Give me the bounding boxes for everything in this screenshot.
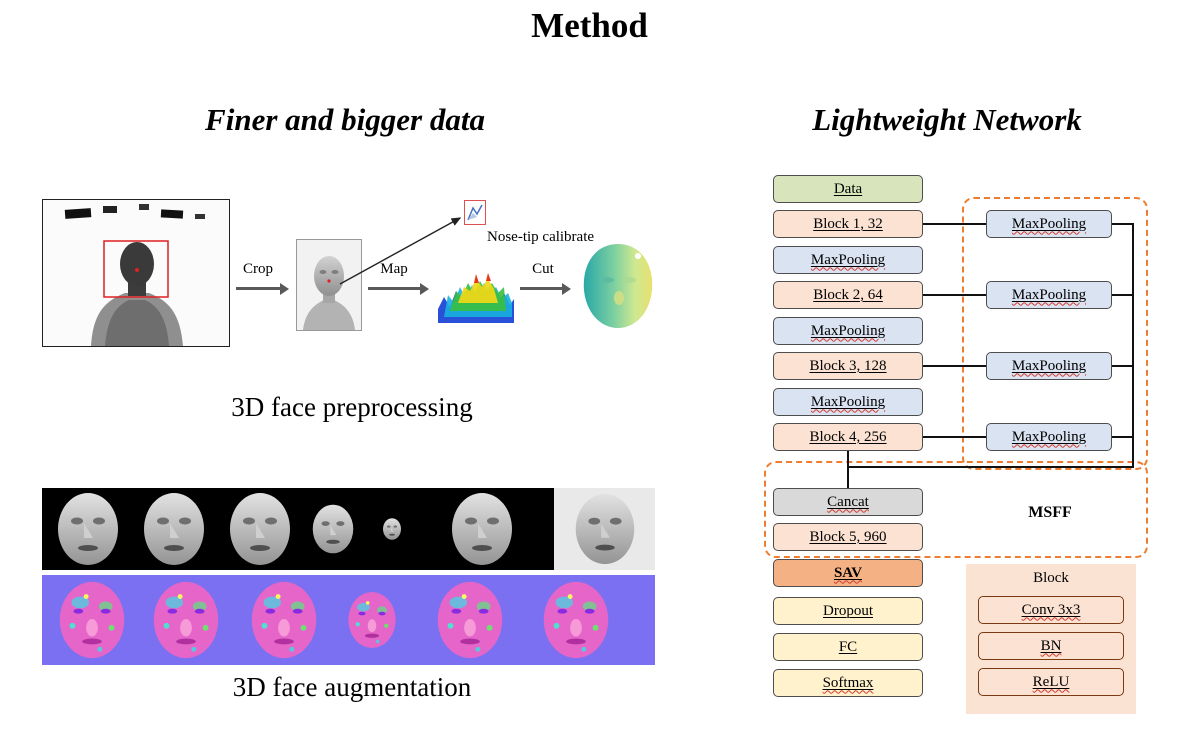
arrow-label-map: Map: [380, 261, 408, 277]
dropout-box: Dropout: [773, 597, 923, 625]
nose-tip-pointer-arrow: [339, 217, 462, 285]
msff-dashed-region-horizontal: [764, 461, 1148, 558]
maxpooling-box: MaxPooling: [773, 388, 923, 416]
box-label: BN: [1040, 637, 1062, 654]
box-label: FC: [838, 638, 858, 655]
box-label: Cancat: [827, 493, 869, 510]
arrow-label-crop: Crop: [243, 261, 273, 277]
box-label: Block 3, 128: [809, 357, 887, 374]
connector-line: [1112, 223, 1134, 225]
nose-tip-icon: [464, 200, 486, 225]
block4-box: Block 4, 256: [773, 423, 923, 451]
connector-line: [923, 223, 986, 225]
box-label: SAV: [833, 564, 863, 581]
legend-title: Block: [1033, 570, 1069, 586]
box-label: Block 5, 960: [809, 528, 887, 545]
block3-box: Block 3, 128: [773, 352, 923, 380]
box-label: Block 4, 256: [809, 428, 887, 445]
crop-arrow: [236, 282, 289, 295]
maxpooling-box: MaxPooling: [773, 246, 923, 274]
skip-maxpooling-box: MaxPooling: [986, 423, 1112, 451]
arrow-label-cut: Cut: [532, 261, 554, 277]
legend-bn-box: BN: [978, 632, 1124, 660]
box-label: MaxPooling: [810, 251, 886, 268]
calibrated-face-image: [578, 242, 658, 330]
legend-relu-box: ReLU: [978, 668, 1124, 696]
box-label: MaxPooling: [1011, 286, 1087, 303]
box-label: MaxPooling: [1011, 357, 1087, 374]
skip-maxpooling-box: MaxPooling: [986, 352, 1112, 380]
cropped-face-image: [296, 239, 362, 331]
augmentation-caption: 3D face augmentation: [232, 672, 472, 702]
normal-map-faces-strip: [42, 575, 655, 665]
box-label: ReLU: [1032, 673, 1070, 690]
connector-line: [1112, 365, 1134, 367]
box-label: Block 1, 32: [813, 215, 883, 232]
block1-box: Block 1, 32: [773, 210, 923, 238]
connector-line: [1112, 294, 1134, 296]
depth-body-image: [42, 199, 230, 347]
msff-label: MSFF: [1028, 504, 1072, 521]
msff-dashed-region-vertical: [962, 197, 1148, 470]
map-arrow: [368, 282, 429, 295]
box-label: Dropout: [823, 602, 873, 619]
sav-box: SAV: [773, 559, 923, 587]
box-label: MaxPooling: [810, 393, 886, 410]
box-label: MaxPooling: [1011, 215, 1087, 232]
depth-faces-strip: [42, 488, 655, 570]
box-label: Data: [833, 180, 863, 197]
connector-line: [847, 451, 849, 488]
nose-tip-annotation: Nose-tip calibrate: [487, 229, 595, 245]
connector-line: [1112, 436, 1134, 438]
skip-maxpooling-box: MaxPooling: [986, 281, 1112, 309]
cut-arrow: [520, 282, 571, 295]
skip-maxpooling-box: MaxPooling: [986, 210, 1112, 238]
concat-box: Cancat: [773, 488, 923, 516]
depth-surface-plot: [436, 247, 516, 327]
connector-line: [923, 294, 986, 296]
box-label: Softmax: [822, 674, 874, 691]
connector-line: [848, 466, 1134, 468]
preprocessing-caption: 3D face preprocessing: [231, 392, 473, 422]
softmax-box: Softmax: [773, 669, 923, 697]
fc-box: FC: [773, 633, 923, 661]
box-label: MaxPooling: [1011, 428, 1087, 445]
box-label: Conv 3x3: [1021, 601, 1081, 618]
maxpooling-box: MaxPooling: [773, 317, 923, 345]
block5-box: Block 5, 960: [773, 523, 923, 551]
right-section-heading: Lightweight Network: [812, 102, 1082, 137]
block2-box: Block 2, 64: [773, 281, 923, 309]
box-label: Block 2, 64: [813, 286, 883, 303]
data-box: Data: [773, 175, 923, 203]
augmentation-image: [42, 488, 655, 665]
connector-bus-line: [1132, 223, 1134, 468]
box-label: MaxPooling: [810, 322, 886, 339]
connector-line: [923, 365, 986, 367]
page-title: Method: [531, 6, 648, 45]
connector-line: [923, 436, 986, 438]
left-section-heading: Finer and bigger data: [205, 102, 485, 137]
legend-conv-box: Conv 3x3: [978, 596, 1124, 624]
